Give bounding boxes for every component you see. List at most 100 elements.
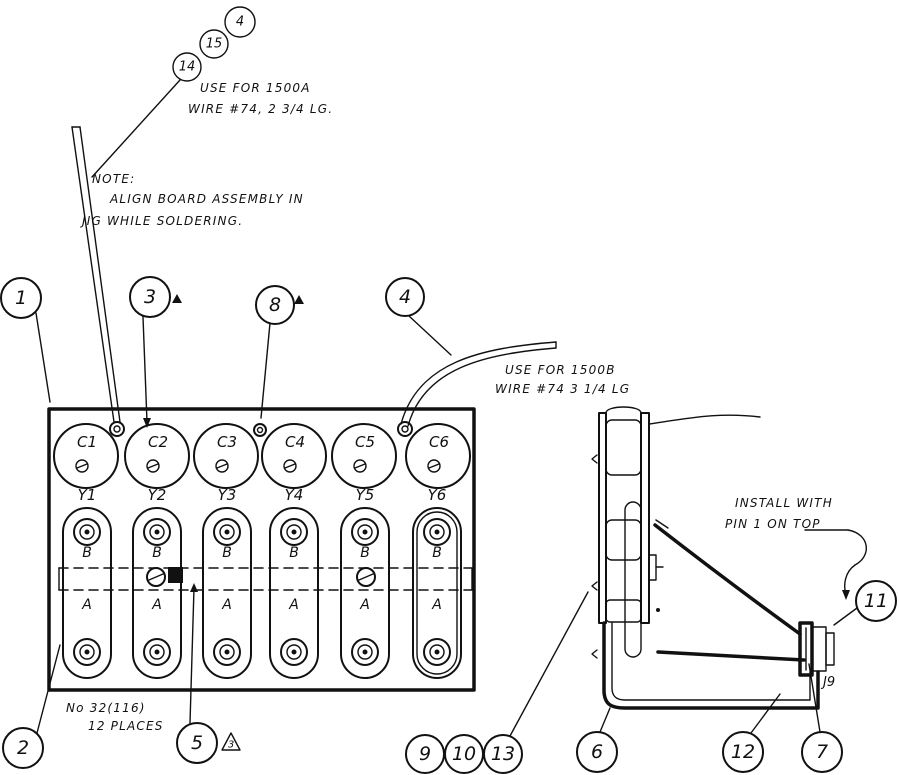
side-plate-back xyxy=(640,412,650,624)
delta-number: 3 xyxy=(228,740,234,751)
crystal-row-b-y6: B xyxy=(432,545,442,561)
top-callout-group: 4 15 14 xyxy=(91,6,256,178)
crystal-y4 xyxy=(269,507,319,679)
crystal-y5 xyxy=(340,507,390,679)
callout-circle-14 xyxy=(172,52,202,82)
capacitor-label-c6: C6 xyxy=(429,433,449,451)
crystal-row-b-y5: B xyxy=(360,545,370,561)
crystal-pad-b-y3 xyxy=(213,518,241,546)
callout-circle-13 xyxy=(483,734,523,774)
crystal-row-a-y2: A xyxy=(151,597,162,613)
wire-1500b xyxy=(400,341,557,427)
rail-screw-right xyxy=(356,567,376,587)
mounting-bracket xyxy=(602,621,820,710)
callout-3: 3 xyxy=(144,286,156,308)
leader-line-5 xyxy=(189,587,195,724)
note-1500a-line1: USE FOR 1500A xyxy=(200,81,311,95)
capacitor-label-c3: C3 xyxy=(217,433,237,451)
callout-1: 1 xyxy=(15,287,27,309)
leader-line-13 xyxy=(509,591,589,737)
capacitor-screw-c4 xyxy=(283,459,297,473)
capacitor-c5 xyxy=(331,423,397,489)
callout-circle-12 xyxy=(722,731,764,773)
crystal-pad-b-y1 xyxy=(73,518,101,546)
note-jig-line2: ALIGN BOARD ASSEMBLY IN xyxy=(109,192,304,206)
callout-circle-6 xyxy=(576,731,618,773)
callout-10: 10 xyxy=(452,743,476,765)
side-crystal-stack xyxy=(624,501,642,658)
leader-line-11 xyxy=(833,607,858,626)
callout-circle-1 xyxy=(0,277,42,319)
wire-upper xyxy=(653,523,802,636)
leader-line-install xyxy=(844,529,867,595)
crystal-pad-a-y6 xyxy=(423,638,451,666)
triangle-mark-3 xyxy=(172,294,182,303)
capacitor-screw-c3 xyxy=(215,459,229,473)
note-wire-line1: No 32(116) xyxy=(66,701,146,715)
callout-4: 4 xyxy=(399,286,411,308)
delta-mark xyxy=(221,732,241,751)
crystal-pad-a-y5 xyxy=(351,638,379,666)
crystal-row-b-y1: B xyxy=(82,545,92,561)
callout-4-top: 4 xyxy=(236,15,244,30)
capacitor-screw-c1 xyxy=(75,459,89,473)
crystal-pad-b-y2 xyxy=(143,518,171,546)
callout-circle-4-top xyxy=(224,6,256,38)
crystal-y1 xyxy=(62,507,112,679)
crystal-row-a-y3: A xyxy=(221,597,232,613)
callout-circle-7 xyxy=(801,731,843,773)
callout-12: 12 xyxy=(731,741,755,763)
note-install-line2: PIN 1 ON TOP xyxy=(725,517,821,531)
crystal-y3 xyxy=(202,507,252,679)
crystal-pad-b-y4 xyxy=(280,518,308,546)
crystal-row-a-y6: A xyxy=(431,597,442,613)
side-plate-front xyxy=(598,412,607,624)
crystal-pad-b-y5 xyxy=(351,518,379,546)
capacitor-c2 xyxy=(124,423,190,489)
board-outline xyxy=(47,407,476,692)
crystal-row-a-y4: A xyxy=(288,597,299,613)
note-wire-line2: 12 PLACES xyxy=(88,719,164,733)
callout-circle-2 xyxy=(2,727,44,769)
capacitor-screw-c6 xyxy=(427,459,441,473)
leader-line-2 xyxy=(36,644,61,734)
note-1500b-line2: WIRE #74 3 1/4 LG xyxy=(495,382,630,396)
arrow-head-3 xyxy=(143,418,151,428)
note-jig-line3: JIG WHILE SOLDERING. xyxy=(80,214,243,228)
note-1500b-line1: USE FOR 1500B xyxy=(505,363,616,377)
crystal-row-b-y2: B xyxy=(152,545,162,561)
callout-2: 2 xyxy=(17,737,29,759)
arrow-head-5 xyxy=(190,583,198,592)
leader-line-1 xyxy=(35,312,51,403)
callout-13: 13 xyxy=(491,743,515,765)
wire-1500a xyxy=(71,126,121,423)
callout-circle-4 xyxy=(385,277,425,317)
capacitor-c3 xyxy=(193,423,259,489)
leader-line-4 xyxy=(408,315,452,356)
top-lug-left xyxy=(109,421,125,437)
top-lug-center xyxy=(253,423,267,437)
callout-6: 6 xyxy=(591,741,603,763)
callout-14: 14 xyxy=(179,60,196,75)
circuit-board xyxy=(47,407,476,692)
rail-screw-left xyxy=(146,567,166,587)
crystal-pad-a-y2 xyxy=(143,638,171,666)
capacitor-label-c5: C5 xyxy=(355,433,375,451)
capacitor-label-c4: C4 xyxy=(285,433,305,451)
callout-circle-11 xyxy=(855,580,897,622)
callout-8: 8 xyxy=(269,294,281,316)
crystal-pad-b-y6 xyxy=(423,518,451,546)
note-jig-line1: NOTE: xyxy=(92,172,135,186)
crystal-label-y5: Y5 xyxy=(356,486,375,504)
crystal-label-y4: Y4 xyxy=(285,486,304,504)
capacitor-screw-c5 xyxy=(353,459,367,473)
note-install-line1: INSTALL WITH xyxy=(735,496,833,510)
callout-7: 7 xyxy=(816,741,828,763)
callout-circle-8 xyxy=(255,285,295,325)
crystal-label-y1: Y1 xyxy=(78,486,97,504)
crystal-y6 xyxy=(412,507,462,679)
